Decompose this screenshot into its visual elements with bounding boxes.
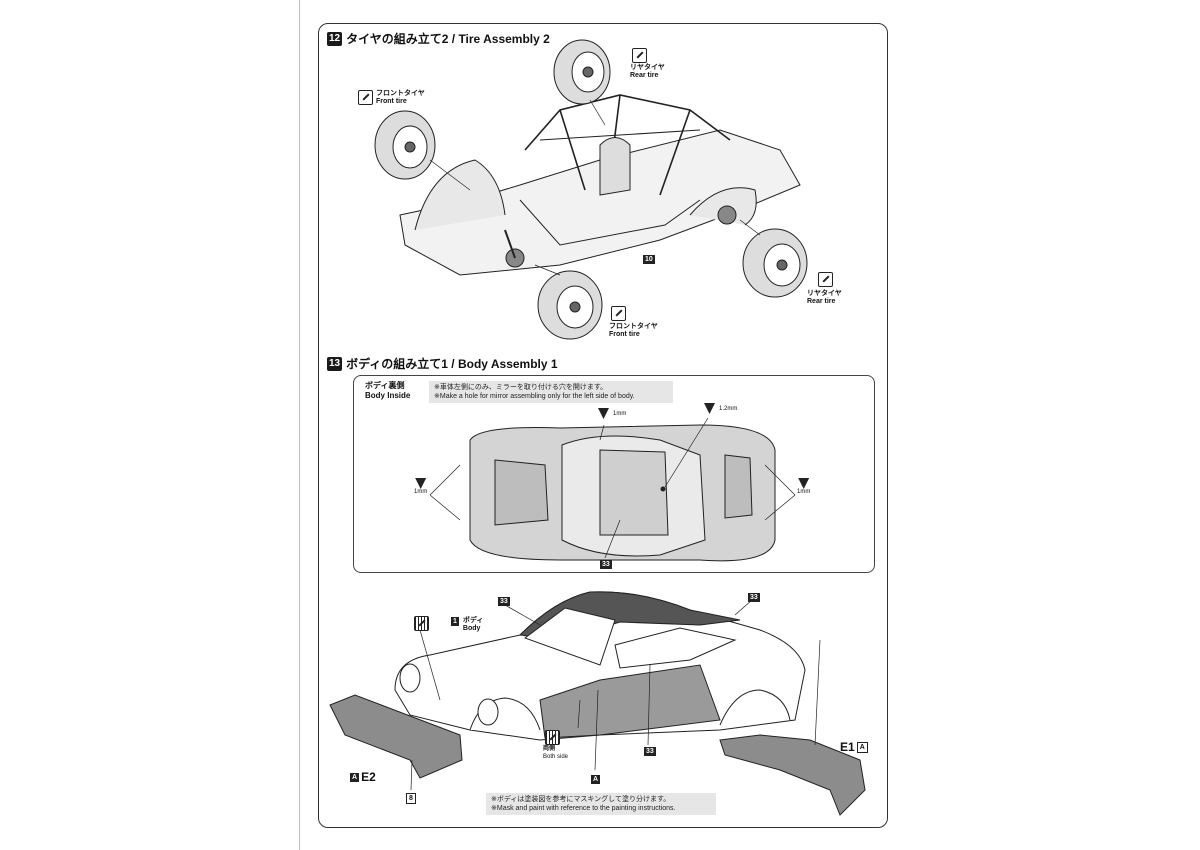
binding-line: [299, 0, 300, 850]
both-side-en: Both side: [543, 754, 569, 760]
rear-tire-right-jp: リヤタイヤ: [807, 290, 842, 297]
e1-part: E1: [840, 740, 855, 754]
rear-tire-top-en: Rear tire: [630, 72, 659, 79]
body-part-en: Body: [462, 625, 481, 632]
rear-tire-top-graphic: [553, 39, 611, 105]
body-part-name: ボディ Body: [463, 617, 484, 633]
part-ref-8: 8: [406, 793, 416, 804]
drill-right-icon: [798, 478, 810, 489]
front-tire-left-label: フロントタイヤ Front tire: [376, 90, 425, 106]
drill-left-icon: [415, 478, 427, 489]
body-part-number: 1: [451, 617, 459, 626]
front-tire-bottom-en: Front tire: [609, 331, 640, 338]
drill-roof: 1.2mm: [704, 403, 737, 414]
drill-right: 1mm: [797, 478, 810, 495]
paint-icon-front-bottom: [611, 306, 626, 321]
e2-runner: A: [350, 772, 360, 782]
mirror-hole-note-en: ※Make a hole for mirror assembling only …: [434, 393, 635, 400]
paint-icon-rear-right: [818, 272, 833, 287]
body-inside-title-en: Body Inside: [365, 391, 411, 400]
e1-runner: A: [856, 741, 868, 753]
both-side-jp: 両側: [543, 746, 556, 752]
rear-tire-top-jp: リヤタイヤ: [630, 64, 665, 71]
drill-left: 1mm: [414, 478, 427, 495]
body-part-ref-33-a: 33: [498, 597, 510, 606]
part-ref-10: 10: [643, 255, 655, 264]
drill-roof-size: 1.2mm: [719, 405, 738, 412]
rear-tire-right-label: リヤタイヤ Rear tire: [807, 290, 842, 306]
both-side-label: 両側 Both side: [543, 745, 568, 761]
drill-top-size: 1mm: [613, 410, 627, 417]
step-12-title: タイヤの組み立て2 / Tire Assembly 2: [346, 32, 550, 46]
step-13-header: 13 ボディの組み立て1 / Body Assembly 1: [327, 355, 558, 372]
body-part-label: 1 ボディ Body: [451, 617, 483, 633]
paint-note: ※ボディは塗装図を参考にマスキングして塗り分けます。 ※Mask and pai…: [486, 793, 716, 815]
step-13-title: ボディの組み立て1 / Body Assembly 1: [346, 357, 558, 371]
front-tire-bottom-graphic: [537, 270, 603, 340]
stripe-paint-icon: [414, 616, 429, 631]
paint-note-jp: ※ボディは塗装図を参考にマスキングして塗り分けます。: [491, 796, 671, 803]
body-part-ref-33-b: 33: [748, 593, 760, 602]
drill-roof-icon: [704, 403, 715, 414]
step-12-number: 12: [327, 31, 343, 46]
inside-part-ref-33: 33: [600, 560, 612, 569]
body-inside-title-jp: ボディ裏側: [365, 381, 405, 390]
body-inside-title: ボディ裏側 Body Inside: [365, 381, 410, 401]
rear-tire-top-label: リヤタイヤ Rear tire: [630, 64, 665, 80]
front-tire-left-en: Front tire: [376, 98, 407, 105]
e2-part: E2: [361, 770, 376, 784]
front-tire-bottom-jp: フロントタイヤ: [609, 323, 658, 330]
paint-icon-rear-top: [632, 48, 647, 63]
paint-note-en: ※Mask and paint with reference to the pa…: [491, 805, 676, 812]
mirror-hole-note-jp: ※車体左側にのみ、ミラーを取り付ける穴を開けます。: [434, 384, 608, 391]
e1-label: E1 A: [840, 740, 868, 754]
body-part-jp: ボディ: [462, 617, 484, 624]
front-tire-bottom-label: フロントタイヤ Front tire: [609, 323, 658, 339]
drill-top-icon: [598, 408, 609, 419]
front-tire-left-graphic: [374, 110, 436, 180]
drill-top: 1mm: [598, 408, 626, 419]
mirror-hole-note: ※車体左側にのみ、ミラーを取り付ける穴を開けます。 ※Make a hole f…: [429, 381, 673, 403]
both-side-paint-icon: [545, 730, 560, 745]
body-part-ref-33-c: 33: [644, 747, 656, 756]
drill-left-size: 1mm: [414, 489, 428, 495]
drill-right-size: 1mm: [797, 489, 811, 495]
front-tire-left-jp: フロントタイヤ: [376, 90, 425, 97]
rear-tire-right-graphic: [742, 228, 808, 298]
step-12-header: 12 タイヤの組み立て2 / Tire Assembly 2: [327, 30, 550, 47]
step-13-number: 13: [327, 356, 343, 371]
part-ref-a: A: [591, 775, 601, 784]
e2-label: A E2: [350, 770, 376, 784]
rear-tire-right-en: Rear tire: [807, 298, 836, 305]
paint-icon-front-left: [358, 90, 373, 105]
